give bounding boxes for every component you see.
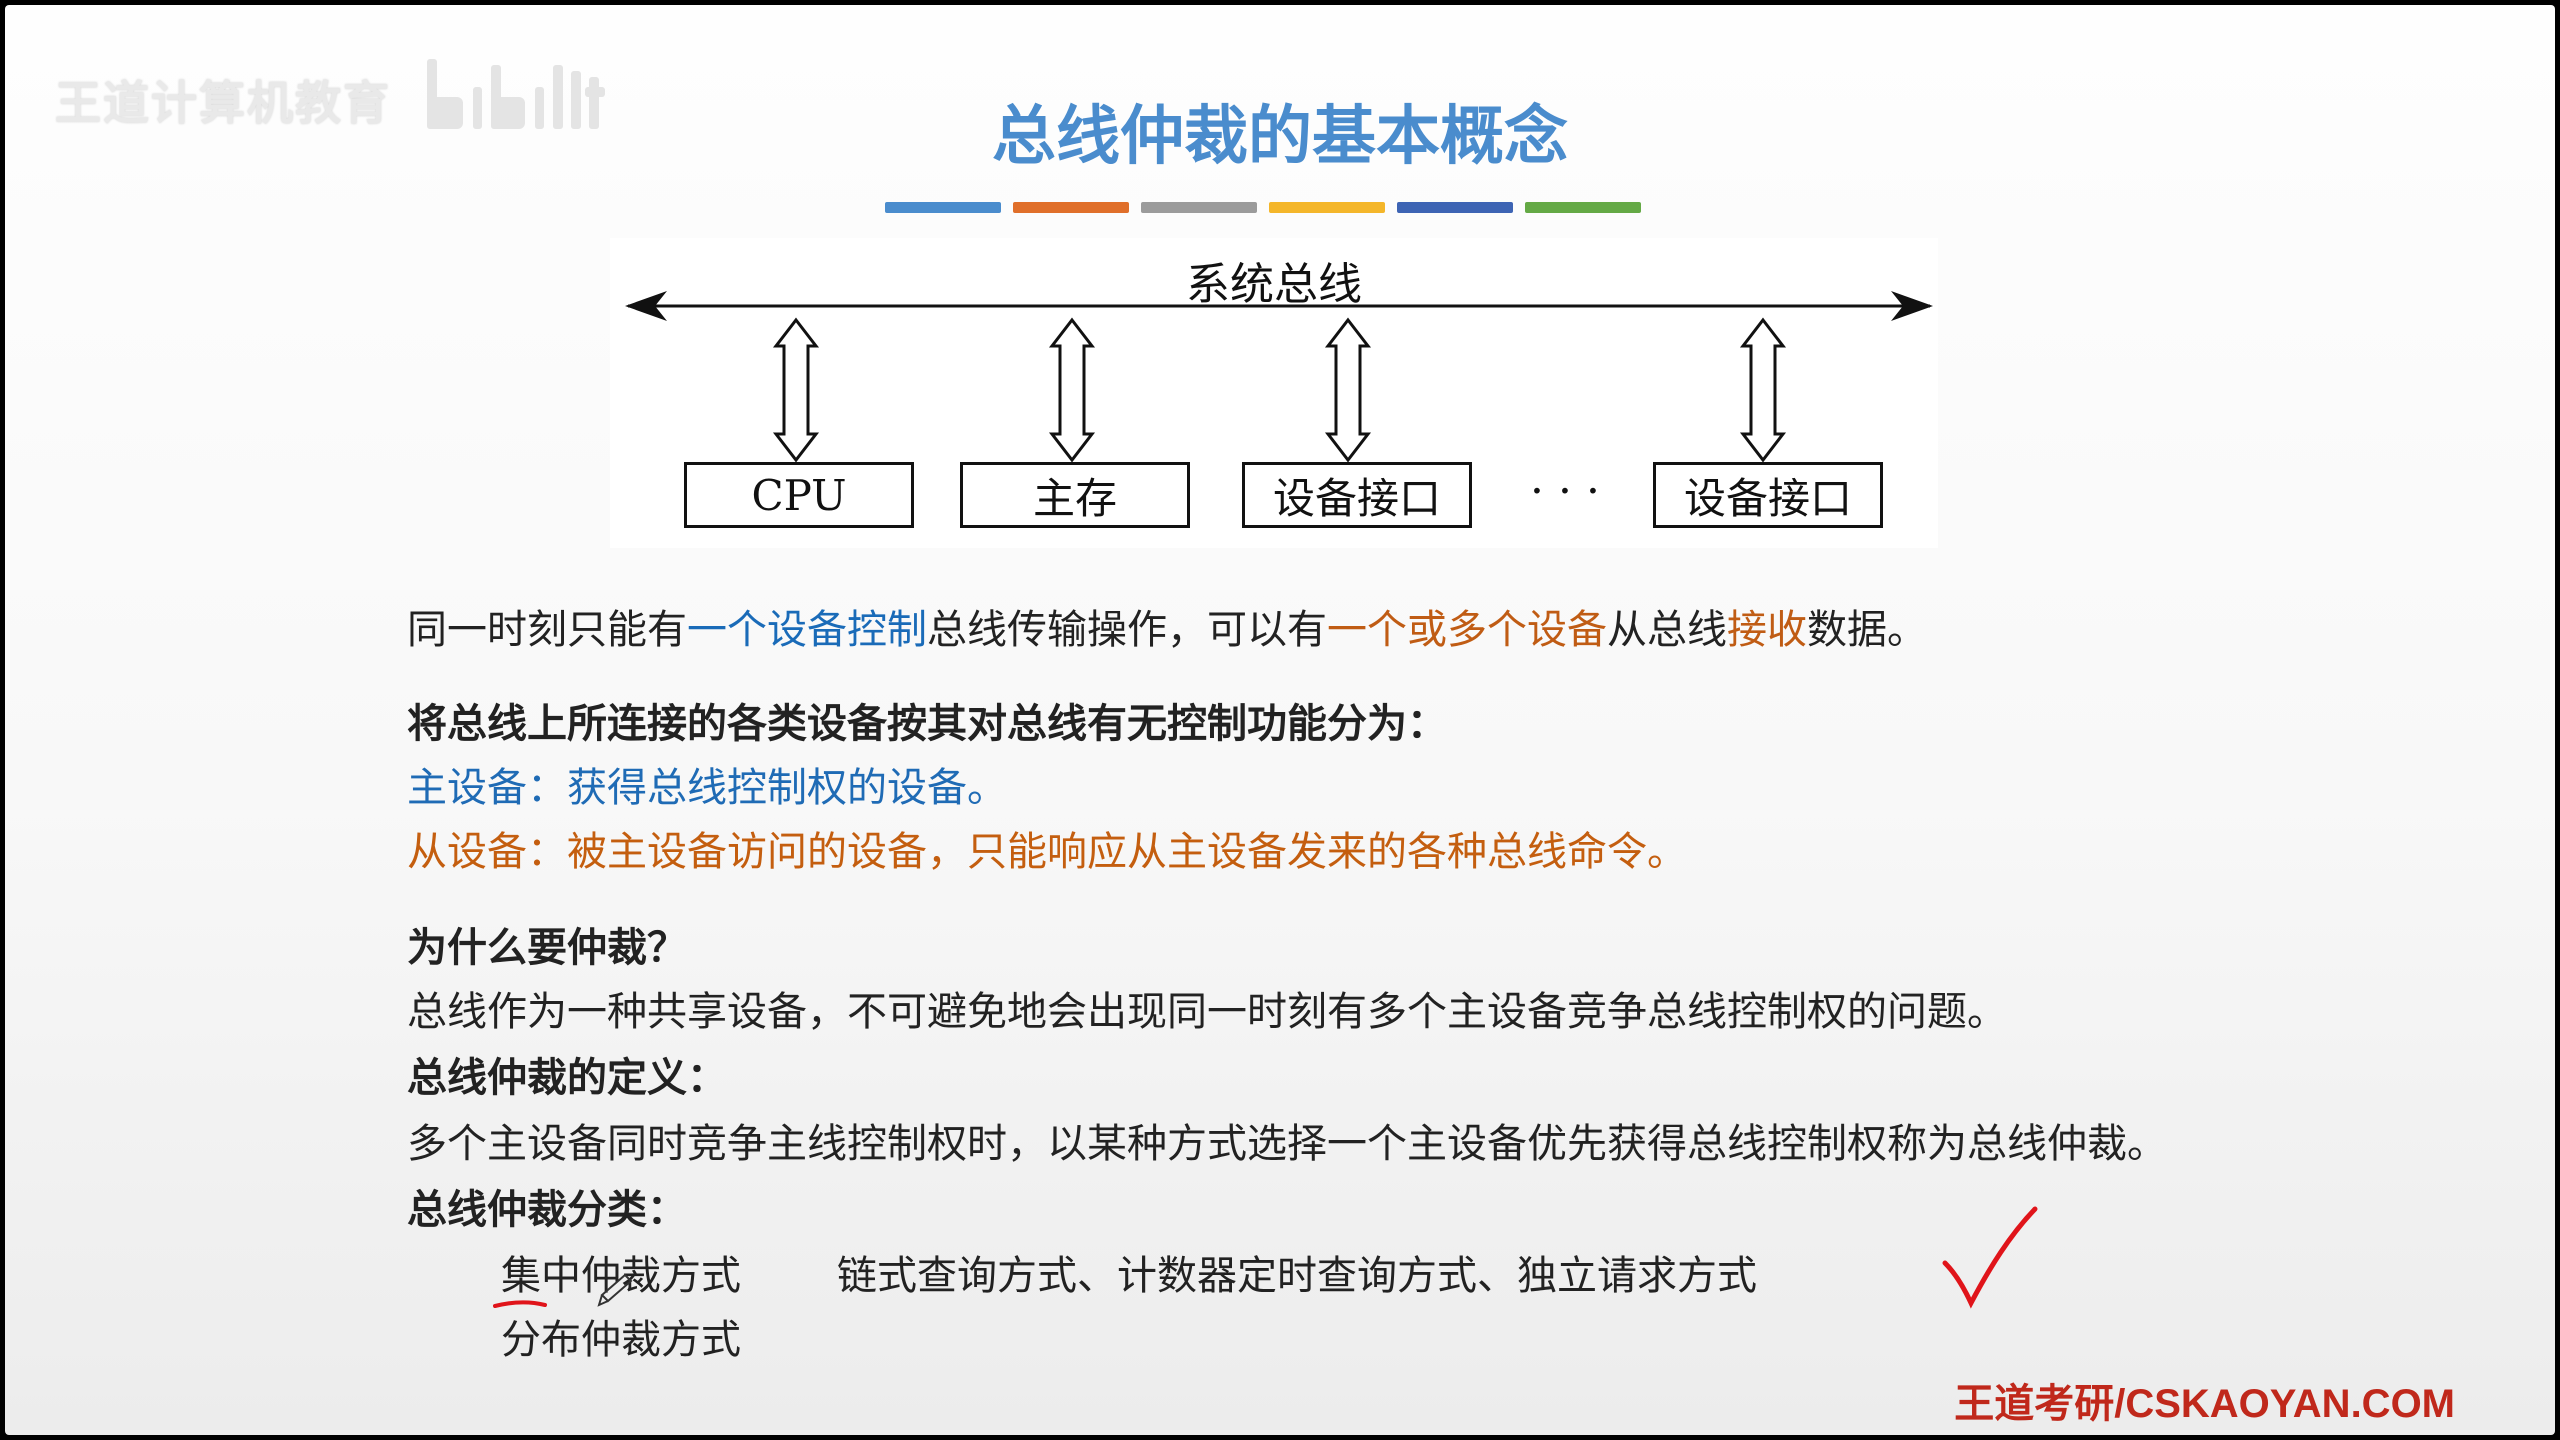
para1-highlight-multi-device: 一个或多个设备 (1327, 607, 1607, 653)
title-color-bar-4 (1269, 202, 1385, 213)
device-interface-box-1: 设备接口 (1242, 462, 1472, 528)
para1-text-4: 数据。 (1807, 607, 1927, 653)
ellipsis-label: · · · (1530, 466, 1600, 517)
categories-heading: 总线仲裁分类： (407, 1187, 687, 1233)
bus-double-arrow-cpu (772, 317, 820, 463)
why-arbitration-heading: 为什么要仲裁？ (407, 925, 687, 971)
slave-device-definition: 从设备：被主设备访问的设备，只能响应从主设备发来的各种总线命令。 (407, 829, 1687, 875)
bilibili-logo-icon (427, 59, 605, 129)
bus-diagram: 系统总线 CPU 主存 设备接口 · · · 设备接口 (610, 238, 1938, 548)
para1-highlight-one-device: 一个设备控制 (687, 607, 927, 653)
bus-double-arrow-device1 (1324, 317, 1372, 463)
device-interface-box-2: 设备接口 (1653, 462, 1883, 528)
para1-text-3: 从总线 (1607, 607, 1727, 653)
centralized-methods-list: 链式查询方式、计数器定时查询方式、独立请求方式 (837, 1253, 1757, 1299)
memory-box: 主存 (960, 462, 1190, 528)
definition-text: 多个主设备同时竞争主线控制权时，以某种方式选择一个主设备优先获得总线控制权称为总… (407, 1121, 2167, 1167)
bus-double-arrow-memory (1048, 317, 1096, 463)
footer-brand: 王道考研/CSKAOYAN.COM (1954, 1382, 2455, 1426)
definition-heading: 总线仲裁的定义： (407, 1055, 727, 1101)
slide-title: 总线仲裁的基本概念 (992, 100, 1568, 174)
para1-text-2: 总线传输操作，可以有 (927, 607, 1327, 653)
system-bus-label: 系统总线 (1186, 259, 1362, 310)
title-color-bar-6 (1525, 202, 1641, 213)
title-color-bar-3 (1141, 202, 1257, 213)
para1-text-1: 同一时刻只能有 (407, 607, 687, 653)
title-color-bar-5 (1397, 202, 1513, 213)
title-color-bar-1 (885, 202, 1001, 213)
slide-frame: 王道计算机教育 总线仲裁的基本概念 (5, 5, 2555, 1435)
bus-diagram-lines (625, 291, 1933, 463)
classification-heading: 将总线上所连接的各类设备按其对总线有无控制功能分为： (407, 701, 1447, 747)
red-underline-mark (493, 1300, 547, 1308)
cpu-box: CPU (684, 462, 914, 528)
why-arbitration-text: 总线作为一种共享设备，不可避免地会出现同一时刻有多个主设备竞争总线控制权的问题。 (407, 989, 2007, 1035)
bus-double-arrow-device2 (1739, 317, 1787, 463)
red-checkmark-icon (1942, 1206, 2038, 1309)
title-color-bar-2 (1013, 202, 1129, 213)
distributed-arbitration-label: 分布仲裁方式 (501, 1317, 741, 1363)
master-device-definition: 主设备：获得总线控制权的设备。 (407, 765, 1007, 811)
watermark-text: 王道计算机教育 (55, 76, 391, 130)
centralized-arbitration-label: 集中仲裁方式 (501, 1253, 741, 1299)
bus-control-statement: 同一时刻只能有一个设备控制总线传输操作，可以有一个或多个设备从总线接收数据。 (407, 597, 1927, 655)
para1-highlight-receive: 接收 (1727, 607, 1807, 653)
